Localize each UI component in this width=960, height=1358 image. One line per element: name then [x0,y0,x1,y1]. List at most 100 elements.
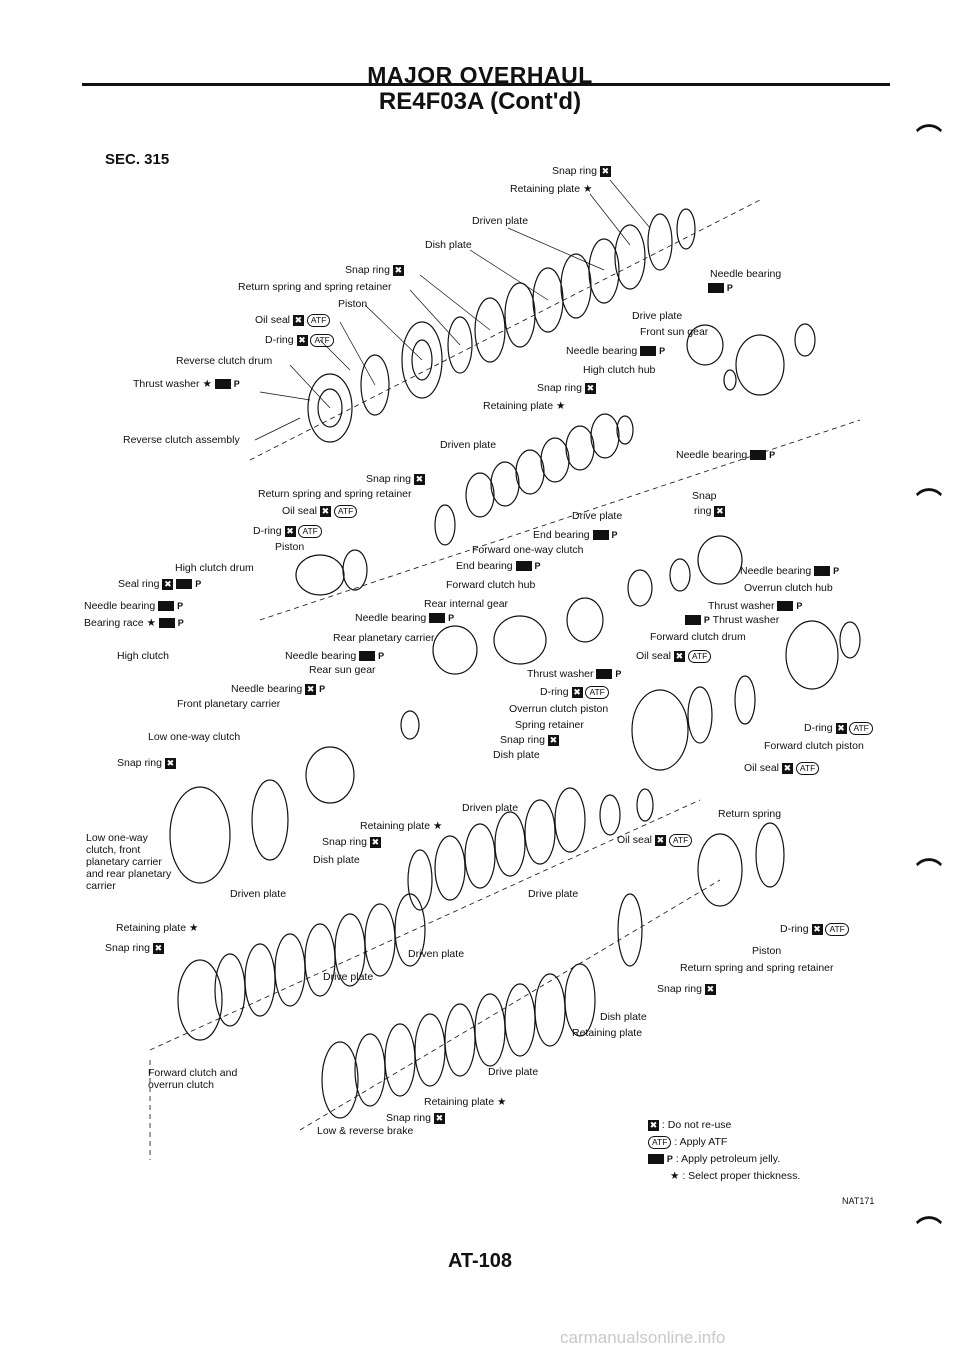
label-dish-plate-1: Dish plate [425,239,472,251]
petroleum-jelly-icon [429,613,446,624]
label-return-spring-4: Return spring and spring retainer [680,962,834,974]
symbol-legend: ✖ : Do not re-use ATF : Apply ATF P : Ap… [648,1117,800,1185]
do-not-reuse-icon: ✖ [162,579,174,590]
margin-mark-icon: ⌒ [916,1215,943,1245]
petroleum-jelly-icon [777,601,794,612]
label-high-clutch: High clutch [117,650,169,662]
petroleum-jelly-icon [214,379,231,390]
do-not-reuse-icon: ✖ [369,837,381,848]
label-overrun-clutch-hub: Overrun clutch hub [744,582,833,594]
page-subtitle: RE4F03A (Cont'd) [378,88,582,115]
high-clutch-parts [295,413,634,596]
label-forward-one-way-clutch: Forward one-way clutch [472,544,584,556]
atf-icon: ATF [585,686,609,699]
label-thrust-washer-3: P Thrust washer [685,614,779,626]
petroleum-jelly-icon [158,601,175,612]
margin-mark-icon: ⌒ [916,487,943,517]
legend-row-do-not-reuse: ✖ : Do not re-use [648,1119,732,1131]
label-high-clutch-hub: High clutch hub [583,364,656,376]
do-not-reuse-icon: ✖ [648,1120,659,1131]
do-not-reuse-icon: ✖ [164,758,176,769]
do-not-reuse-icon: ✖ [654,835,666,846]
label-snap-ring-3: Snap ring ✖ [537,382,596,394]
label-piston-2: Piston [275,541,305,553]
do-not-reuse-icon: ✖ [599,166,611,177]
petroleum-jelly-icon [640,346,657,357]
label-front-planetary-carrier: Front planetary carrier [177,698,281,710]
atf-icon: ATF [795,762,820,775]
label-needle-bearing-8: Needle bearing P [740,565,840,577]
do-not-reuse-icon: ✖ [413,474,425,485]
atf-icon: ATF [306,314,331,327]
label-return-spring-3: Return spring [718,808,782,820]
label-driven-plate-5: Driven plate [408,948,465,960]
atf-icon: ATF [648,1136,672,1149]
do-not-reuse-icon: ✖ [547,735,559,746]
legend-row-thickness: ★ : Select proper thickness. [670,1170,801,1182]
do-not-reuse-icon: ✖ [571,687,583,698]
label-needle-bearing-2: Needle bearing P [566,345,666,357]
label-drive-plate-2: Drive plate [572,510,623,522]
label-high-clutch-drum: High clutch drum [175,562,254,574]
atf-icon: ATF [310,334,334,347]
section-number: SEC. 315 [105,151,170,168]
label-retaining-plate-6: Retaining plate ★ [424,1096,507,1108]
label-snap-ring-11: Snap ring ✖ [386,1112,445,1124]
front-sun-gear-parts [686,323,816,396]
label-front-sun-gear: Front sun gear [640,326,709,338]
label-oil-seal-1: Oil seal ✖ ATF [255,314,331,327]
label-driven-plate-4: Driven plate [230,888,287,900]
petroleum-jelly-icon [814,566,831,577]
atf-icon: ATF [825,923,849,936]
do-not-reuse-icon: ✖ [296,335,308,346]
label-drive-plate-3: Drive plate [528,888,579,900]
label-piston-1: Piston [338,298,368,310]
label-snap-ring-6: Snap ring ✖ [500,734,559,746]
label-bearing-race: Bearing race ★ P [84,617,184,629]
do-not-reuse-icon: ✖ [305,684,317,695]
label-end-bearing-1: End bearing P [533,529,618,541]
label-snap-ring-4: Snap ring ✖ [366,473,425,485]
label-oil-seal-2: Oil seal ✖ ATF [282,505,358,518]
label-snap-ring-8: Snap ring ✖ [322,836,381,848]
label-rear-planetary-carrier: Rear planetary carrier [333,632,435,644]
label-forward-clutch-piston: Forward clutch piston [764,740,864,752]
label-reverse-clutch-drum: Reverse clutch drum [176,355,273,367]
label-retaining-plate-2: Retaining plate ★ [483,400,566,412]
label-retaining-plate-4: Retaining plate ★ [116,922,199,934]
label-forward-clutch-drum: Forward clutch drum [650,631,746,643]
petroleum-jelly-icon [592,530,609,541]
label-dish-plate-3: Dish plate [313,854,360,866]
label-oil-seal-3: Oil seal ✖ ATF [636,650,712,663]
petroleum-jelly-icon [176,579,193,590]
atf-icon: ATF [333,505,358,518]
label-needle-bearing-6: Needle bearing P [285,650,385,662]
label-return-spring-2: Return spring and spring retainer [258,488,412,500]
label-oil-seal-4: Oil seal ✖ ATF [744,762,820,775]
do-not-reuse-icon: ✖ [392,265,404,276]
label-d-ring-1: D-ring ✖ ATF [265,334,334,347]
label-driven-plate-3: Driven plate [462,802,519,814]
label-thrust-washer-1: Thrust washer ★ P [133,378,240,390]
label-needle-bearing-1: Needle bearing [710,268,782,280]
label-dish-plate-4: Dish plate [600,1011,647,1023]
legend-row-petroleum: P : Apply petroleum jelly. [648,1151,800,1168]
label-low-one-way-clutch: Low one-way clutch [148,731,241,743]
label-low-reverse-brake: Low & reverse brake [317,1125,414,1137]
label-drive-plate-1: Drive plate [632,310,683,322]
label-d-ring-5: D-ring ✖ ATF [780,923,849,936]
label-snap-ring-7: Snap ring ✖ [117,757,176,769]
label-piston-3: Piston [752,945,782,957]
label-rear-internal-gear: Rear internal gear [424,598,509,610]
label-d-ring-2: D-ring ✖ ATF [253,525,322,538]
label-end-bearing-2: End bearing P [456,560,541,572]
legend-row-atf: ATF : Apply ATF [648,1134,800,1151]
do-not-reuse-icon: ✖ [433,1113,445,1124]
label-spring-retainer: Spring retainer [515,719,584,731]
label-needle-bearing-7: Needle bearing ✖ P [231,683,326,695]
label-overrun-clutch-piston: Overrun clutch piston [509,703,609,715]
petroleum-jelly-icon [685,615,701,626]
label-oil-seal-5: Oil seal ✖ ATF [617,834,693,847]
label-forward-clutch-hub: Forward clutch hub [446,579,536,591]
